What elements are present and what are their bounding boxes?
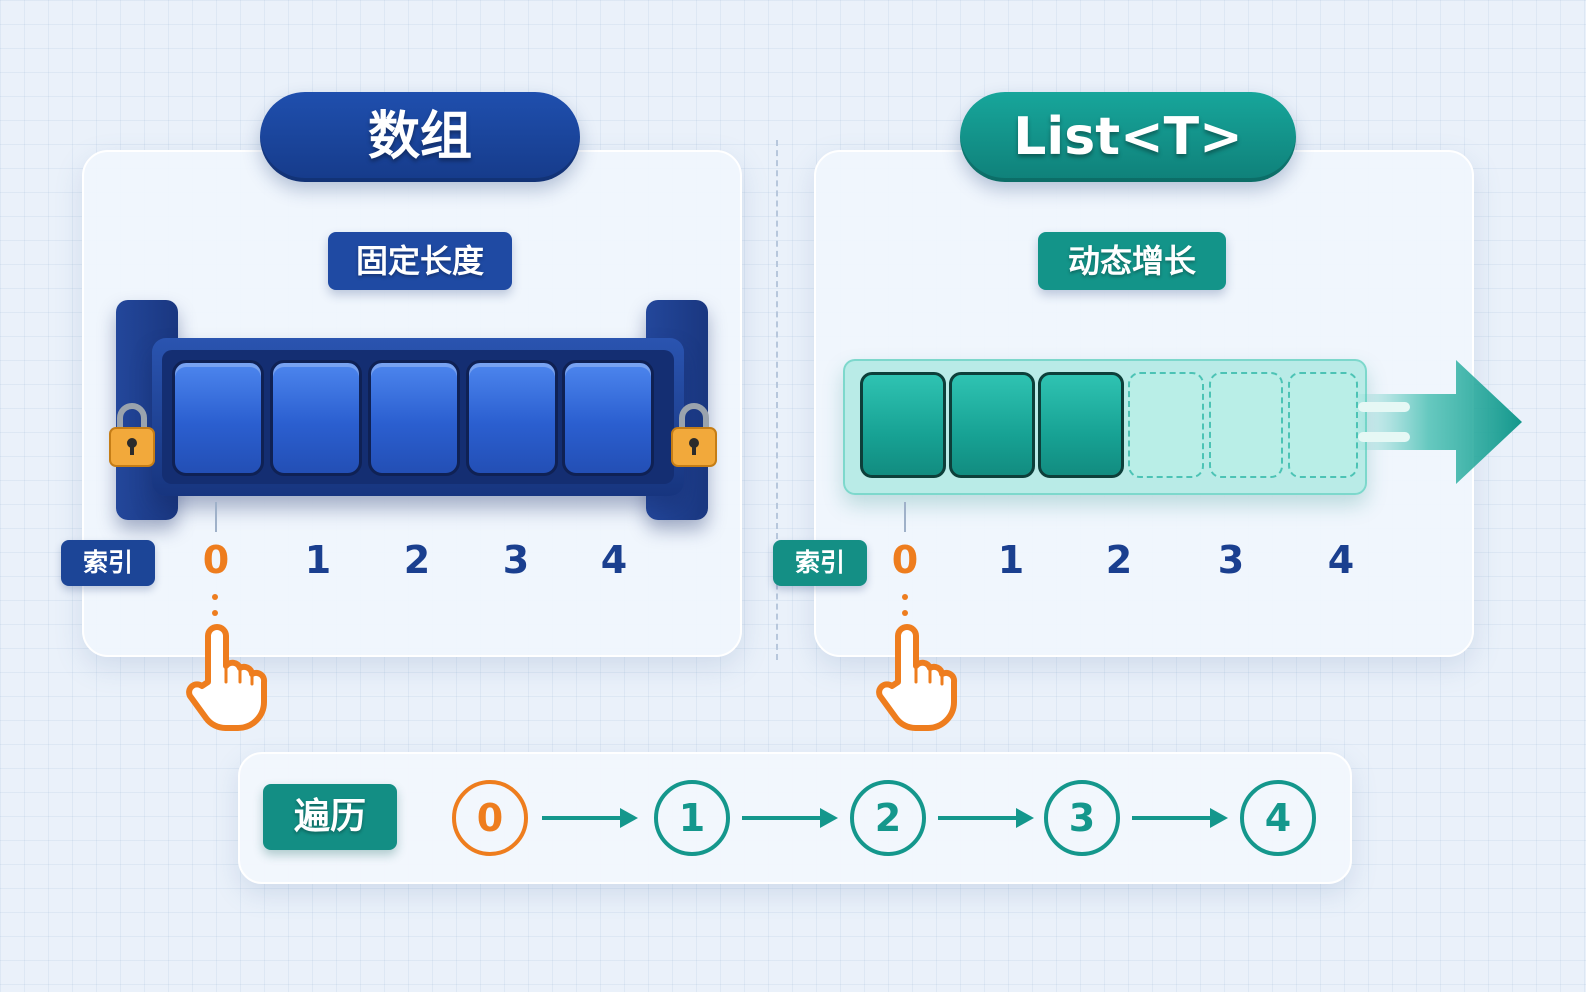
arrow-right-icon [742, 808, 838, 828]
traversal-label: 遍历 [263, 784, 397, 850]
array-index-1: 1 [304, 538, 332, 582]
traversal-step-1: 1 [654, 780, 730, 856]
fixed-length-badge: 固定长度 [328, 232, 512, 290]
array-index-0: 0 [202, 538, 230, 582]
list-cell-reserved [1209, 372, 1283, 478]
list-index-3: 3 [1217, 538, 1245, 582]
array-cell [466, 360, 558, 476]
list-index-label: 索引 [773, 540, 867, 586]
arrow-right-icon [1132, 808, 1228, 828]
lock-icon [109, 403, 155, 467]
list-index-1: 1 [997, 538, 1025, 582]
pointer-dot [902, 610, 908, 616]
array-title: 数组 [260, 92, 580, 182]
arrow-right-icon [938, 808, 1034, 828]
list-index-0: 0 [891, 538, 919, 582]
array-cell [368, 360, 460, 476]
dynamic-growth-badge: 动态增长 [1038, 232, 1226, 290]
pointer-dot [212, 610, 218, 616]
array-cell [562, 360, 654, 476]
array-cell [270, 360, 362, 476]
list-index-2: 2 [1105, 538, 1133, 582]
array-cell [172, 360, 264, 476]
pointer-hand-icon [876, 624, 958, 731]
list-cell-filled [949, 372, 1035, 478]
traversal-step-3: 3 [1044, 780, 1120, 856]
list-cell-reserved [1128, 372, 1204, 478]
traversal-step-4: 4 [1240, 780, 1316, 856]
grow-arrow-icon [1352, 360, 1522, 484]
arrow-right-icon [542, 808, 638, 828]
array-index-3: 3 [502, 538, 530, 582]
pointer-hand-icon [186, 624, 268, 731]
index-tick [904, 502, 906, 532]
list-cell-filled [860, 372, 946, 478]
list-index-4: 4 [1327, 538, 1355, 582]
array-index-label: 索引 [61, 540, 155, 586]
traversal-step-2: 2 [850, 780, 926, 856]
traversal-step-0: 0 [452, 780, 528, 856]
pointer-dot [902, 594, 908, 600]
lock-icon [671, 403, 717, 467]
index-tick [215, 502, 217, 532]
array-index-2: 2 [403, 538, 431, 582]
list-cell-reserved [1288, 372, 1358, 478]
array-index-4: 4 [600, 538, 628, 582]
list-title: List<T> [960, 92, 1296, 182]
list-cell-filled [1038, 372, 1124, 478]
section-divider [776, 140, 778, 660]
pointer-dot [212, 594, 218, 600]
